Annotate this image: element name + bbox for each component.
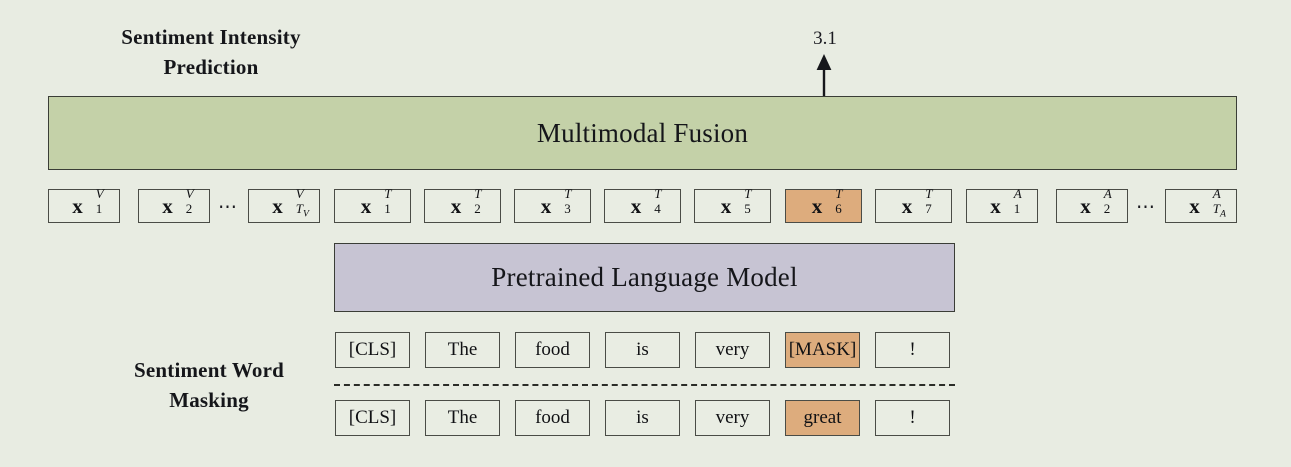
up-arrow-icon: [816, 54, 832, 97]
prediction-value: 3.1: [813, 28, 837, 49]
word-token-original-5: great: [785, 400, 860, 436]
word-token-masked-2: food: [515, 332, 590, 368]
multimodal-fusion-label: Multimodal Fusion: [536, 117, 749, 148]
word-token-masked-4: very: [695, 332, 770, 368]
word-token-masked-5: [MASK]: [785, 332, 860, 368]
masking-divider: [334, 384, 955, 386]
sentiment-intensity-prediction-label: Sentiment Intensity Prediction: [121, 25, 301, 80]
word-token-original-6: !: [875, 400, 950, 436]
word-token-original-3: is: [605, 400, 680, 436]
ellipsis-visual: ⋯: [218, 197, 239, 218]
word-token-masked-3: is: [605, 332, 680, 368]
pretrained-language-model-label: Pretrained Language Model: [491, 262, 798, 292]
pretrained-language-model-block: Pretrained Language Model: [334, 243, 955, 312]
word-token-original-1: The: [425, 400, 500, 436]
word-token-masked-1: The: [425, 332, 500, 368]
multimodal-fusion-block: Multimodal Fusion: [48, 96, 1237, 170]
word-token-masked-0: [CLS]: [335, 332, 410, 368]
word-token-masked-6: !: [875, 332, 950, 368]
sentiment-word-masking-label: Sentiment Word Masking: [133, 358, 284, 413]
word-token-original-0: [CLS]: [335, 400, 410, 436]
word-token-original-4: very: [695, 400, 770, 436]
word-token-original-2: food: [515, 400, 590, 436]
ellipsis-audio: ⋯: [1136, 197, 1157, 218]
